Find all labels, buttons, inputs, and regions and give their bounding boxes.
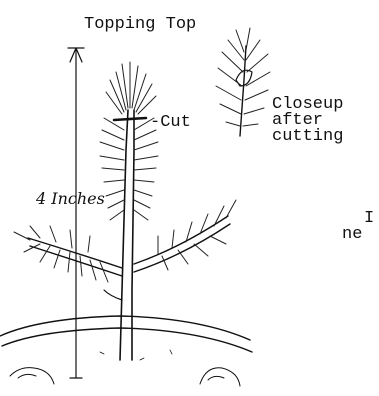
- pine-seedling: [14, 62, 236, 360]
- height-arrow: [68, 48, 84, 378]
- fragment-line2: ne: [342, 225, 362, 244]
- cut-label: -Cut: [150, 113, 191, 132]
- diagram-title: Topping Top: [84, 15, 196, 34]
- pine-branch-closeup-icon: [216, 28, 270, 136]
- height-label: 4 Inches: [35, 189, 105, 208]
- pot: [0, 316, 252, 386]
- closeup-label-line3: cutting: [272, 127, 343, 146]
- fragment-line1: I: [364, 209, 374, 228]
- top-tuft: [106, 62, 156, 114]
